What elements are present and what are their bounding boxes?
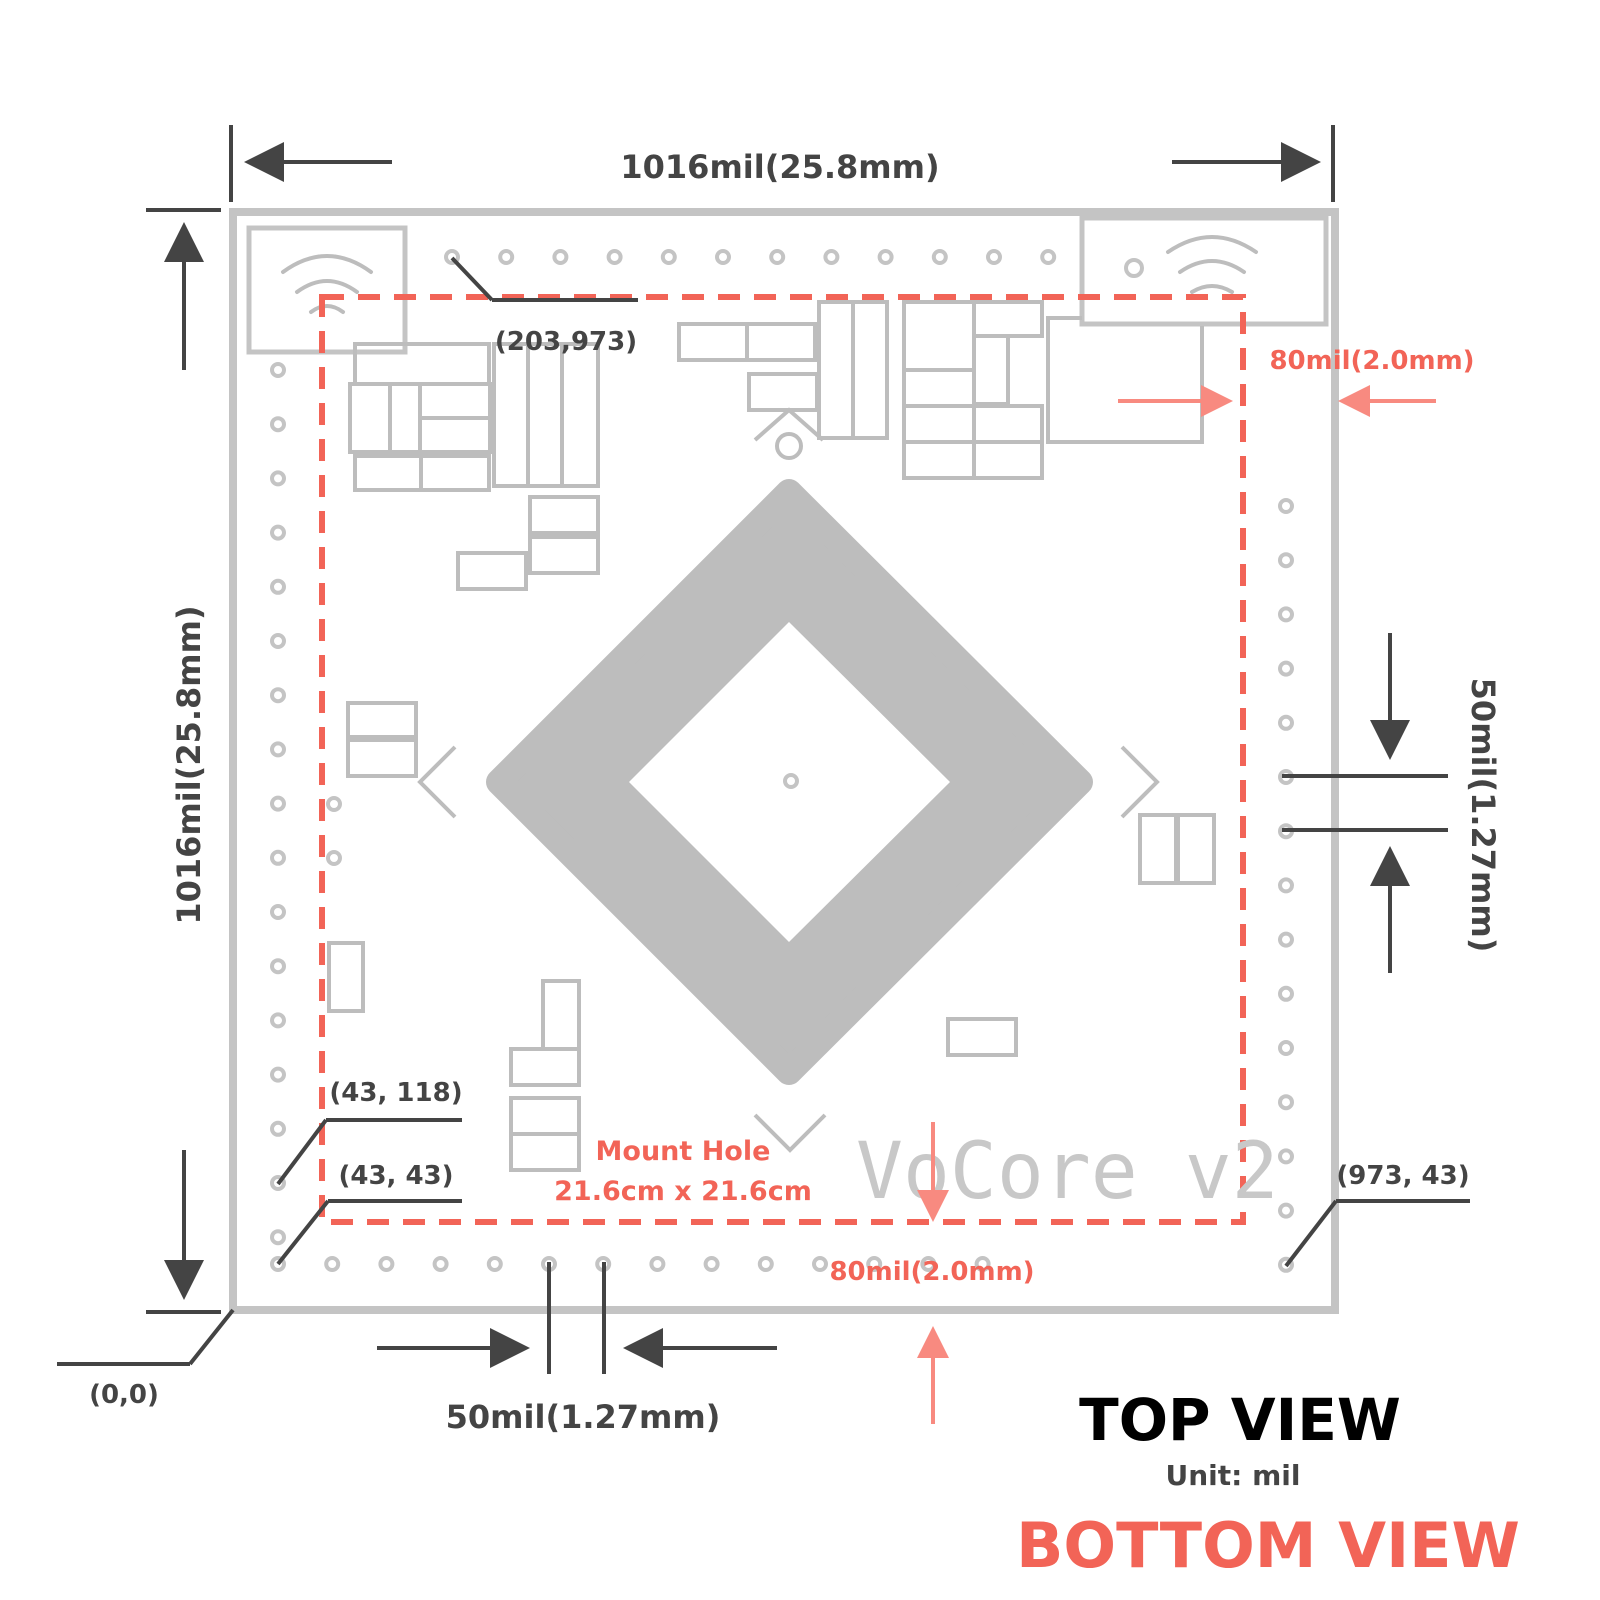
origin-callout: (0,0) (57, 1308, 235, 1410)
pad-bottom (649, 1256, 666, 1272)
pad-bottom (866, 1256, 883, 1272)
pad-left (270, 1120, 286, 1137)
brand-text: VoCore v2 (856, 1127, 1279, 1217)
pad-bottom-right-label: (973, 43) (1336, 1161, 1469, 1191)
component-right-mid (946, 745, 1216, 1057)
pad-right (1278, 606, 1294, 623)
bottom-view-label: BOTTOM VIEW (1016, 1509, 1520, 1582)
pad-inner-left (326, 796, 342, 812)
pad-bottom (486, 1256, 503, 1272)
board-outline (229, 208, 1339, 1314)
pad-right (1278, 1094, 1294, 1111)
pad-left (270, 416, 286, 433)
pad-right (1278, 660, 1294, 677)
pad-left (270, 362, 286, 378)
pad-right (1278, 931, 1294, 948)
pad-top (986, 249, 1002, 265)
top-view-label: TOP VIEW (1079, 1386, 1401, 1454)
height-label: 1016mil(25.8mm) (170, 605, 208, 924)
pad-top (715, 249, 731, 265)
pad-right (1278, 714, 1294, 731)
margin-dimension-bottom: 80mil(2.0mm) (829, 1122, 1035, 1424)
pad-left (270, 795, 286, 812)
margin-right-label: 80mil(2.0mm) (1269, 346, 1474, 376)
unit-label: Unit: mil (1166, 1459, 1301, 1492)
pad-top (931, 249, 948, 265)
pad-left (270, 470, 286, 487)
pad-right (1278, 1040, 1294, 1056)
mount-hole-outline (319, 294, 1246, 1225)
pad-right (1278, 1202, 1294, 1219)
pad-array (270, 249, 1294, 1273)
pitch-dimension-bottom: 50mil(1.27mm) (377, 1262, 777, 1436)
pad-right (1278, 877, 1294, 894)
antenna-connector-left (246, 225, 408, 355)
height-dimension: 1016mil(25.8mm) (146, 208, 221, 1314)
pad-right (1278, 985, 1294, 1002)
component-cluster-top-left (348, 342, 600, 591)
pad-right (1278, 1148, 1294, 1165)
pad-top (823, 249, 840, 265)
pad-inner-left (326, 850, 342, 866)
pad-right (1278, 552, 1294, 569)
mount-hole-size: 21.6cm x 21.6cm (554, 1176, 812, 1207)
pad-left-upper-label: (43, 118) (329, 1078, 462, 1108)
pad-left (270, 578, 286, 595)
pad-top-first-callout: (203,973) (450, 256, 638, 357)
pad-bottom (920, 1256, 937, 1272)
pad-top (877, 249, 894, 265)
soc-chip (486, 479, 1093, 1085)
pad-top (606, 249, 623, 265)
pad-bottom-left-callout: (43, 43) (276, 1161, 462, 1266)
component-left-mid (327, 701, 457, 1013)
pad-left (270, 1066, 286, 1083)
pad-bottom (432, 1256, 449, 1272)
pad-bottom (812, 1256, 828, 1272)
pad-left (270, 524, 286, 541)
pad-left (270, 633, 286, 649)
margin-bottom-label: 80mil(2.0mm) (829, 1257, 1034, 1287)
component-cluster-top-center (677, 300, 1044, 480)
pad-left (270, 849, 286, 866)
pad-left-upper-callout: (43, 118) (276, 1078, 463, 1186)
pad-bottom (757, 1256, 774, 1272)
pad-left (270, 1012, 286, 1029)
pad-top (769, 249, 786, 265)
pad-bottom-right-callout: (973, 43) (1284, 1161, 1470, 1268)
pad-right (1278, 498, 1294, 514)
pad-top (552, 249, 569, 265)
pad-left (270, 1229, 286, 1246)
pad-left (270, 958, 286, 975)
antenna-connector-right (1046, 215, 1329, 444)
pad-left (270, 687, 286, 704)
width-dimension: 1016mil(25.8mm) (229, 125, 1335, 202)
origin-label: (0,0) (89, 1380, 159, 1410)
pad-top (660, 249, 677, 265)
pad-top (498, 249, 515, 265)
pad-left (270, 904, 286, 920)
margin-dimension-right: 80mil(2.0mm) (1118, 346, 1475, 417)
pad-top-first-label: (203,973) (495, 327, 637, 357)
pitch-dimension-right: 50mil(1.27mm) (1282, 633, 1502, 973)
pad-bottom (974, 1256, 991, 1272)
pitch-right-label: 50mil(1.27mm) (1464, 678, 1502, 953)
width-label: 1016mil(25.8mm) (620, 148, 939, 186)
pad-bottom-left-label: (43, 43) (338, 1161, 453, 1191)
pad-left (270, 741, 286, 758)
pad-bottom (324, 1256, 341, 1272)
pad-bottom (703, 1256, 720, 1272)
mount-hole-title: Mount Hole (596, 1136, 771, 1167)
pitch-bottom-label: 50mil(1.27mm) (446, 1398, 721, 1436)
pad-top (1040, 249, 1057, 265)
pad-bottom (378, 1256, 395, 1272)
component-bottom-left (509, 979, 827, 1172)
